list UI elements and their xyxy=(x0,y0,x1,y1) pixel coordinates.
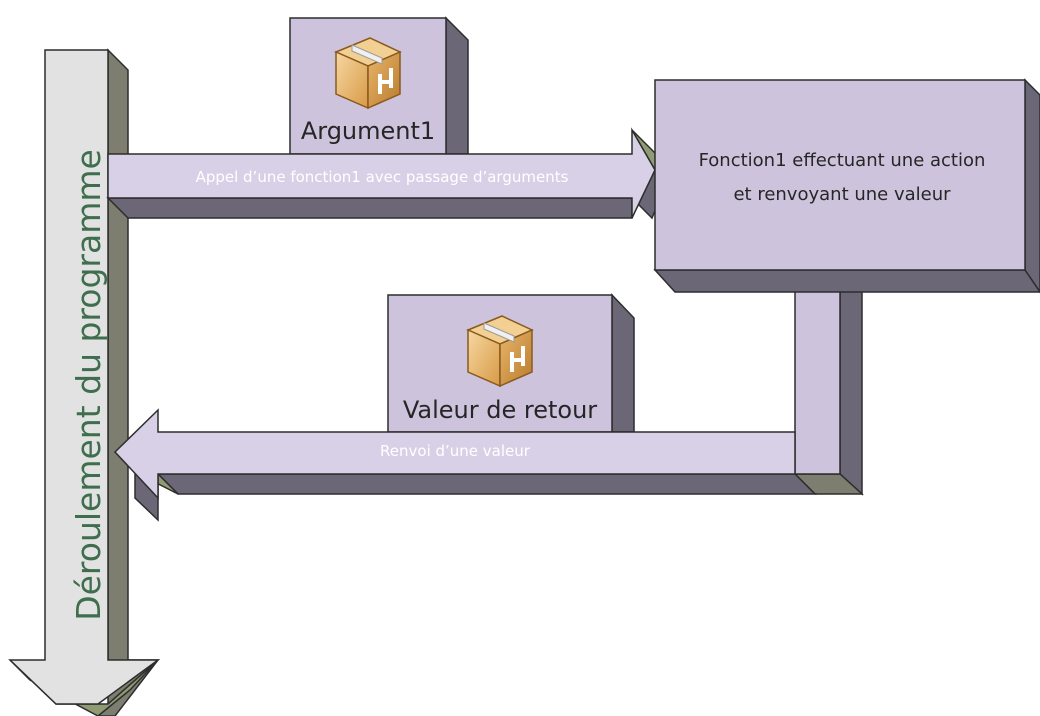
function-box-side xyxy=(1024,78,1040,294)
return-arrow-bottom xyxy=(156,473,817,495)
return-connector-side xyxy=(839,268,863,496)
call-arrow-label: Appel d’une fonction1 avec passage d’arg… xyxy=(196,168,569,186)
program-flow-arrow: Déroulement du programme xyxy=(8,48,161,716)
return-value-box-label: Valeur de retour xyxy=(403,396,597,424)
call-arrow-face xyxy=(107,127,656,219)
return-value-box-side xyxy=(611,293,635,433)
return-arrow: Renvoi d’une valeur xyxy=(113,408,817,522)
argument-box: Argument1 xyxy=(289,16,469,155)
package-box-icon xyxy=(334,37,402,110)
call-arrow-bottom xyxy=(106,197,633,219)
program-flow-arrow-face xyxy=(8,49,161,705)
return-arrow-face xyxy=(113,408,796,500)
function-box-face xyxy=(654,79,1026,271)
return-connector-face xyxy=(794,269,841,475)
call-arrow: Appel d’une fonction1 avec passage d’arg… xyxy=(106,127,674,220)
return-arrow-label: Renvoi d’une valeur xyxy=(380,442,531,460)
return-value-box: Valeur de retour xyxy=(387,293,635,433)
function-box-label-line1: Fonction1 effectuant une action xyxy=(699,150,986,171)
package-box-icon xyxy=(466,315,534,388)
argument-box-side xyxy=(445,16,469,155)
program-flow-label: Déroulement du programme xyxy=(69,149,108,621)
function-box: Fonction1 effectuant une action et renvo… xyxy=(653,78,1040,496)
function-box-bottom xyxy=(653,269,1040,293)
argument-box-label: Argument1 xyxy=(301,117,435,145)
function-box-label-line2: et renvoyant une valeur xyxy=(733,184,951,205)
